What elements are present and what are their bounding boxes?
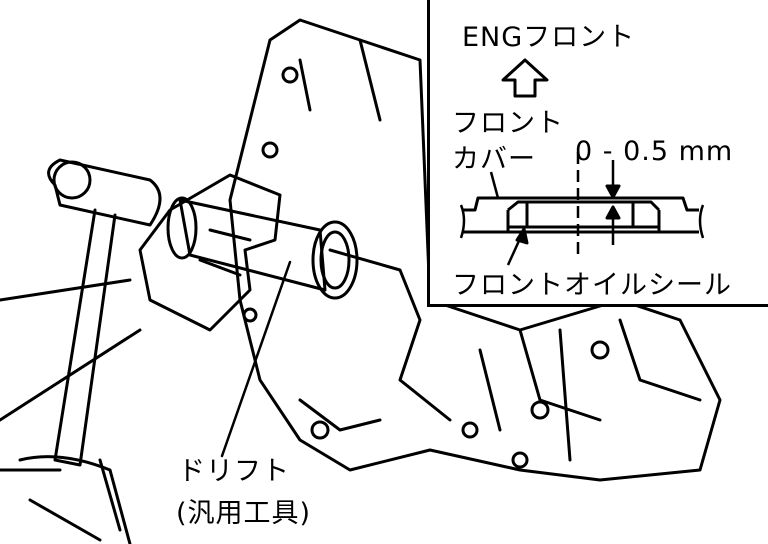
oil-seal-detail-inset bbox=[427, 0, 768, 307]
oil-seal-section bbox=[507, 200, 661, 234]
drift-tool bbox=[178, 198, 327, 292]
engine-front-arrow-icon bbox=[501, 58, 549, 98]
front-cover-label-line2: カバー bbox=[452, 144, 536, 175]
general-tool-label: (汎用工具) bbox=[176, 498, 312, 529]
front-cover-label-line1: フロント bbox=[452, 108, 564, 139]
oil-seal-opening bbox=[311, 220, 359, 300]
engine-front-label: ENGフロント bbox=[462, 22, 636, 53]
hand bbox=[138, 173, 282, 332]
front-oil-seal-label: フロントオイルシール bbox=[452, 270, 732, 301]
drift-leader-line bbox=[220, 260, 292, 458]
drift-label: ドリフト bbox=[178, 456, 290, 487]
clearance-label: 0 - 0.5 mm bbox=[575, 136, 734, 167]
front-cover-section bbox=[463, 196, 699, 234]
hammer bbox=[47, 158, 162, 467]
